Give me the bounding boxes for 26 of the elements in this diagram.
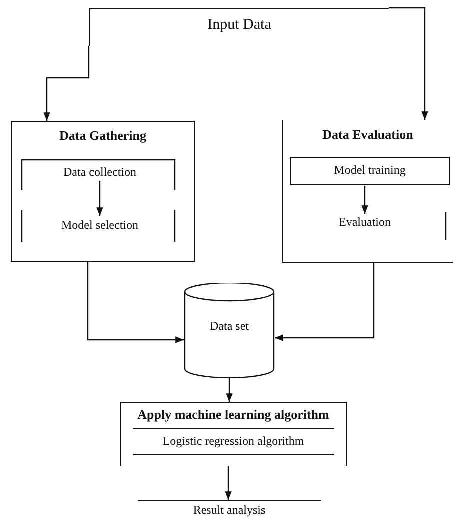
- input-title: Input Data: [206, 17, 272, 34]
- database-cylinder: [184, 283, 275, 378]
- cylinder-label: Data set: [209, 319, 250, 334]
- algorithm-row: Logistic regression algorithm: [133, 428, 334, 455]
- process-box: [120, 402, 347, 466]
- arrow: [275, 263, 375, 342]
- box-title: Data Gathering: [58, 128, 148, 144]
- process-box: [282, 120, 453, 263]
- box-title: Data Evaluation: [322, 127, 414, 143]
- arrow: [226, 378, 233, 402]
- arrow: [389, 7, 428, 120]
- step-label: Evaluation: [315, 213, 415, 231]
- process-box: [290, 157, 450, 185]
- arrow: [44, 46, 90, 121]
- result-underline: [138, 500, 321, 519]
- arrow: [96, 181, 104, 216]
- result-label: Result analysis: [192, 503, 267, 518]
- process-box: [11, 121, 195, 262]
- input-bracket: [89, 8, 389, 46]
- step-label: Data collection: [40, 163, 160, 181]
- step-label: Model selection: [40, 216, 160, 234]
- box-title: Apply machine learning algorithm: [136, 407, 330, 423]
- arrow: [362, 186, 368, 214]
- arrow: [225, 466, 232, 500]
- arrow: [87, 262, 184, 344]
- step-label: Model training: [333, 163, 407, 178]
